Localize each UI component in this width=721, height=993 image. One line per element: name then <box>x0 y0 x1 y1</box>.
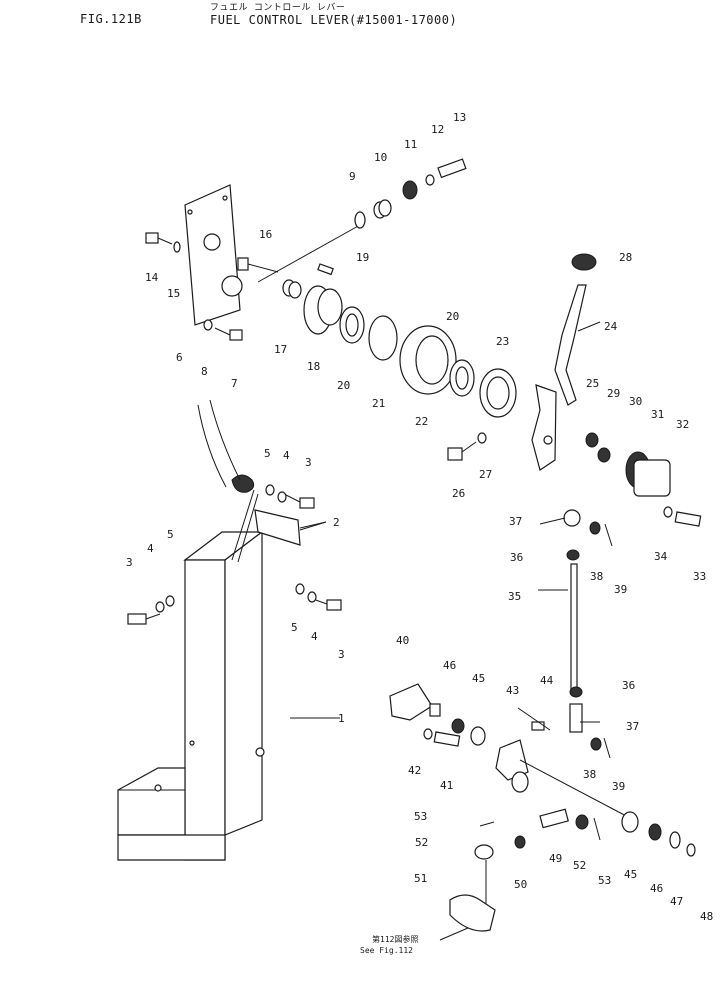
part-1-pedestal <box>117 530 265 861</box>
part-9-shaft <box>257 211 366 283</box>
callout: 3 <box>338 648 345 661</box>
callout: 23 <box>496 335 509 348</box>
callout: 33 <box>693 570 706 583</box>
callout: 49 <box>549 852 562 865</box>
callout: 16 <box>259 228 272 241</box>
part-18-hub <box>303 285 343 335</box>
callout: 4 <box>311 630 318 643</box>
callout: 35 <box>508 590 521 603</box>
callout: 38 <box>583 768 596 781</box>
callout: 26 <box>452 487 465 500</box>
callout: 36 <box>510 551 523 564</box>
callout: 39 <box>614 583 627 596</box>
callout: 36 <box>622 679 635 692</box>
callout: 52 <box>415 836 428 849</box>
callout: 31 <box>651 408 664 421</box>
callout: 15 <box>167 287 180 300</box>
callout: 7 <box>231 377 238 390</box>
lever-handle <box>197 399 259 563</box>
callout: 12 <box>431 123 444 136</box>
callout: 22 <box>415 415 428 428</box>
callout: 21 <box>372 397 385 410</box>
parts-26-27 <box>447 432 487 461</box>
callout: 45 <box>472 672 485 685</box>
parts-20-23-rings <box>339 306 517 418</box>
callout: 20 <box>337 379 350 392</box>
callout: 37 <box>626 720 639 733</box>
callout: 44 <box>540 674 554 687</box>
callout: 51 <box>414 872 427 885</box>
callout: 52 <box>573 859 586 872</box>
parts-33-34 <box>663 506 702 527</box>
callout: 2 <box>333 516 340 529</box>
callout: 47 <box>670 895 683 908</box>
callout: 3 <box>305 456 312 469</box>
callout: 13 <box>453 111 466 124</box>
callout: 20 <box>446 310 459 323</box>
callout: 24 <box>604 320 618 333</box>
callout: 45 <box>624 868 637 881</box>
callout: 46 <box>443 659 456 672</box>
callout: 1 <box>338 712 345 725</box>
callout: 27 <box>479 468 492 481</box>
callout: 40 <box>396 634 409 647</box>
callout: 48 <box>700 910 713 923</box>
parts-31-32 <box>625 451 671 497</box>
callout: 9 <box>349 170 356 183</box>
callout: 50 <box>514 878 527 891</box>
callout: 38 <box>590 570 603 583</box>
parts-small-fasteners-upper <box>145 232 279 341</box>
part-2-bracket <box>254 509 327 546</box>
part-35-rod <box>563 509 613 759</box>
callout: 30 <box>629 395 642 408</box>
callout: 28 <box>619 251 632 264</box>
callout: 25 <box>586 377 599 390</box>
callout: 4 <box>283 449 290 462</box>
callout: 29 <box>607 387 620 400</box>
callout: 53 <box>414 810 427 823</box>
lever-bracket <box>531 384 611 471</box>
part-6-plate <box>184 184 243 326</box>
callout: 5 <box>167 528 174 541</box>
callout: 5 <box>264 447 271 460</box>
callout: 5 <box>291 621 298 634</box>
see-fig-note-jp: 第112図参照 <box>372 934 418 944</box>
callout: 39 <box>612 780 625 793</box>
part-19-pin <box>317 263 334 276</box>
callout: 10 <box>374 151 387 164</box>
see-fig-note-en: See Fig.112 <box>360 946 413 955</box>
callout: 34 <box>654 550 668 563</box>
callout: 3 <box>126 556 133 569</box>
callout: 17 <box>274 343 287 356</box>
callout: 18 <box>307 360 320 373</box>
callout: 41 <box>440 779 453 792</box>
callout: 8 <box>201 365 208 378</box>
callout: 53 <box>598 874 611 887</box>
parts-10-17-springs <box>282 199 392 299</box>
part-24-lever <box>554 253 597 406</box>
part-3-bolts <box>127 493 342 625</box>
lower-linkage-assembly <box>389 683 696 941</box>
leader-lines <box>290 321 601 723</box>
callout: 14 <box>145 271 159 284</box>
callout: 46 <box>650 882 663 895</box>
callout: 6 <box>176 351 183 364</box>
parts-4-5-washers <box>155 484 317 613</box>
callout-labels: 1 2 3 3 3 4 4 4 5 5 5 6 7 8 9 10 11 12 1… <box>126 111 713 923</box>
callout: 42 <box>408 764 421 777</box>
title-japanese: フュエル コントロール レバー <box>210 3 346 13</box>
title-english: FUEL CONTROL LEVER(#15001-17000) <box>210 13 458 27</box>
parts-11-12-13 <box>402 158 467 200</box>
callout: 32 <box>676 418 689 431</box>
callout: 37 <box>509 515 522 528</box>
callout: 4 <box>147 542 154 555</box>
callout: 11 <box>404 138 417 151</box>
callout: 19 <box>356 251 369 264</box>
callout: 43 <box>506 684 519 697</box>
figure-number: FIG.121B <box>80 12 142 26</box>
